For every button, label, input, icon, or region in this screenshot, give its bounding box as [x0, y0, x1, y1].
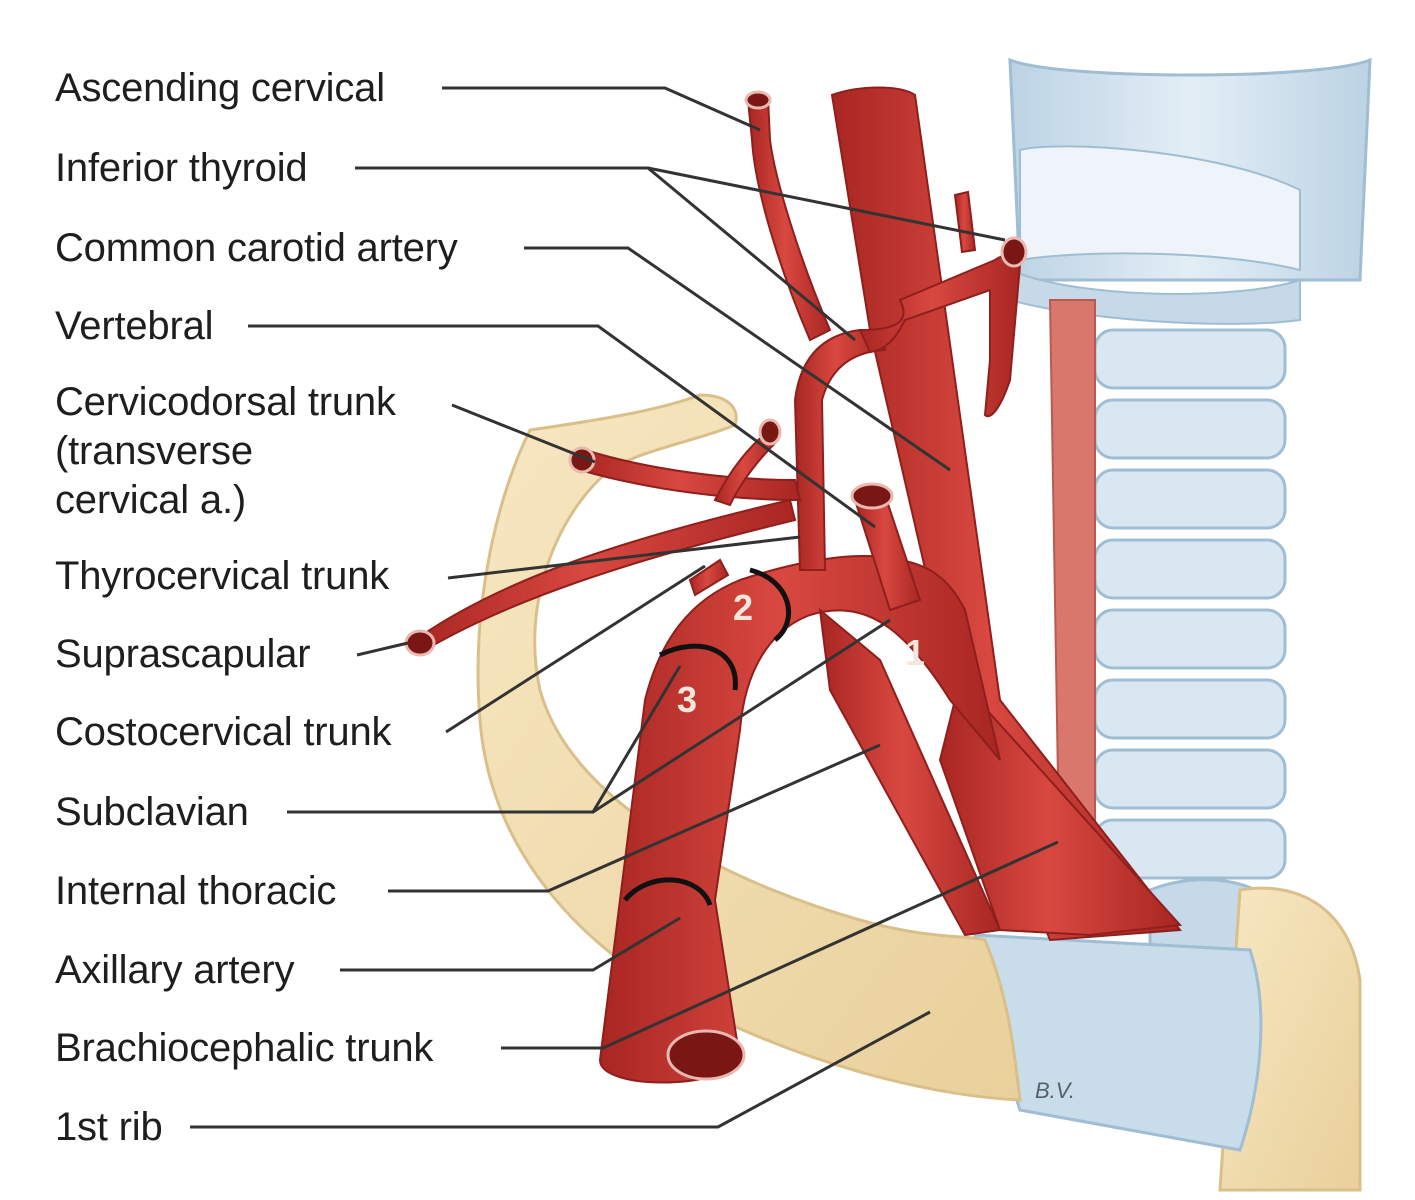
label-internal-thoracic: Internal thoracic — [55, 869, 337, 913]
leader-lines — [190, 86, 1059, 1129]
label-suprascapular: Suprascapular — [55, 632, 311, 676]
ascending-cervical-artery — [746, 96, 832, 342]
first-rib — [476, 393, 1022, 1102]
label-ascending-cervical: Ascending cervical — [55, 66, 385, 110]
segment-number-3: 3 — [677, 679, 697, 720]
cervicodorsal-trunk — [578, 448, 802, 502]
label-cervicodorsal-1: Cervicodorsal trunk — [55, 380, 396, 424]
label-subclavian: Subclavian — [55, 790, 249, 834]
label-first-rib: 1st rib — [55, 1105, 163, 1149]
suprascapular-artery — [413, 498, 797, 652]
label-cervicodorsal-3: cervical a.) — [55, 478, 246, 522]
internal-thoracic-artery — [818, 607, 1002, 937]
segment-number-2: 2 — [733, 587, 753, 628]
label-costocervical: Costocervical trunk — [55, 710, 392, 754]
label-inferior-thyroid: Inferior thyroid — [55, 146, 308, 190]
costocervical-trunk — [688, 558, 730, 597]
brachiocephalic-trunk — [938, 677, 1183, 937]
label-common-carotid: Common carotid artery — [55, 226, 458, 270]
label-vertebral: Vertebral — [55, 304, 214, 348]
label-brachiocephalic: Brachiocephalic trunk — [55, 1026, 434, 1070]
artist-signature: B.V. — [1035, 1078, 1075, 1103]
axillary-lumen — [666, 1029, 746, 1081]
label-cervicodorsal-2: (transverse — [55, 429, 253, 473]
label-axillary: Axillary artery — [55, 948, 295, 992]
inferior-thyroid-artery — [858, 253, 1022, 418]
segment-number-1: 1 — [905, 632, 925, 673]
trachea: B.V. — [973, 57, 1372, 1192]
label-thyrocervical: Thyrocervical trunk — [55, 554, 390, 598]
arteries: 1 2 3 — [404, 86, 1183, 1084]
